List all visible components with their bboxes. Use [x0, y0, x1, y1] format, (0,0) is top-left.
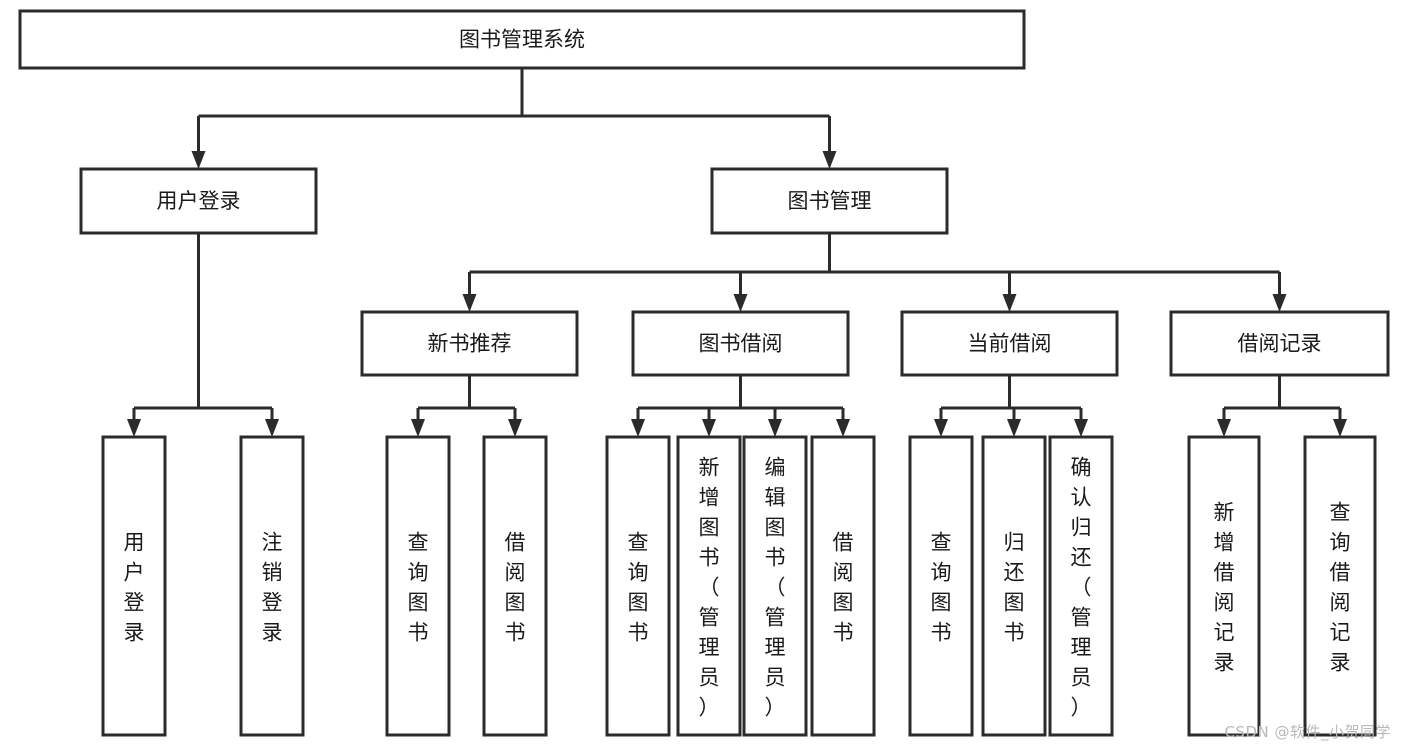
node-label: 注销登录	[262, 530, 283, 644]
node-box[interactable]	[981, 435, 1047, 737]
arrow-head	[934, 419, 948, 437]
arrow-head	[631, 419, 645, 437]
arrow-head	[702, 419, 716, 437]
node-label: 确认归还（管理员）	[1071, 455, 1092, 719]
node-label: 借阅图书	[833, 530, 854, 644]
node-box[interactable]	[101, 435, 167, 737]
node-label: 图书管理系统	[459, 28, 585, 52]
node-box[interactable]	[1187, 435, 1261, 737]
connector-layer	[127, 68, 1347, 437]
node-label: 新增借阅记录	[1214, 500, 1235, 674]
node-box[interactable]	[908, 435, 974, 737]
arrow-head	[1007, 419, 1021, 437]
node-label: 借阅记录	[1238, 332, 1322, 356]
node-box[interactable]	[676, 435, 742, 737]
node-label: 图书借阅	[699, 332, 783, 356]
node-box[interactable]	[482, 435, 548, 737]
arrow-head	[411, 419, 425, 437]
csdn-watermark: CSDN @软件_小贺同学	[1224, 723, 1391, 741]
arrow-head	[265, 419, 279, 437]
node-leaf-add-record[interactable]: 新增借阅记录	[1187, 435, 1261, 737]
node-leaf-user-logout[interactable]: 注销登录	[239, 435, 305, 737]
node-leaf-borrow-book-2[interactable]: 借阅图书	[810, 435, 876, 737]
node-book-borrow[interactable]: 图书借阅	[631, 310, 850, 377]
arrow-head	[733, 294, 748, 312]
node-box[interactable]	[900, 310, 1119, 377]
node-box[interactable]	[710, 167, 949, 235]
node-label: 查询图书	[408, 530, 429, 644]
node-label: 新书推荐	[428, 332, 512, 356]
arrow-head	[822, 151, 837, 169]
arrow-head	[1002, 294, 1017, 312]
node-label: 借阅图书	[505, 530, 526, 644]
node-leaf-query-book-1[interactable]: 查询图书	[385, 435, 451, 737]
arrow-head	[1074, 419, 1088, 437]
arrow-head	[191, 151, 206, 169]
node-user-login[interactable]: 用户登录	[79, 167, 318, 235]
node-label: 用户登录	[124, 530, 145, 644]
node-leaf-return-book[interactable]: 归还图书	[981, 435, 1047, 737]
node-leaf-query-book-2[interactable]: 查询图书	[605, 435, 671, 737]
node-label: 归还图书	[1004, 530, 1025, 644]
node-box[interactable]	[810, 435, 876, 737]
arrow-head	[1272, 294, 1287, 312]
node-leaf-user-login[interactable]: 用户登录	[101, 435, 167, 737]
node-box[interactable]	[18, 9, 1026, 70]
node-box[interactable]	[360, 310, 579, 377]
node-book-manage[interactable]: 图书管理	[710, 167, 949, 235]
node-label: 用户登录	[157, 189, 241, 213]
node-leaf-borrow-book-1[interactable]: 借阅图书	[482, 435, 548, 737]
node-label: 当前借阅	[968, 332, 1052, 356]
node-box[interactable]	[1303, 435, 1377, 737]
node-box[interactable]	[1048, 435, 1114, 737]
node-leaf-add-book[interactable]: 新增图书（管理员）	[676, 435, 742, 737]
arrow-head	[836, 419, 850, 437]
node-leaf-edit-book[interactable]: 编辑图书（管理员）	[742, 435, 808, 737]
node-label: 查询借阅记录	[1330, 500, 1351, 674]
node-box[interactable]	[1169, 310, 1390, 377]
node-root[interactable]: 图书管理系统	[18, 9, 1026, 70]
arrow-head	[508, 419, 522, 437]
node-leaf-confirm-return[interactable]: 确认归还（管理员）	[1048, 435, 1114, 737]
node-label: 查询图书	[931, 530, 952, 644]
node-borrow-record[interactable]: 借阅记录	[1169, 310, 1390, 377]
node-box[interactable]	[631, 310, 850, 377]
arrow-head	[768, 419, 782, 437]
node-new-book-rec[interactable]: 新书推荐	[360, 310, 579, 377]
node-box[interactable]	[239, 435, 305, 737]
node-leaf-query-record[interactable]: 查询借阅记录	[1303, 435, 1377, 737]
node-box[interactable]	[742, 435, 808, 737]
node-layer: 图书管理系统用户登录图书管理新书推荐图书借阅当前借阅借阅记录用户登录注销登录查询…	[18, 9, 1390, 737]
node-label: 查询图书	[628, 530, 649, 644]
node-label: 编辑图书（管理员）	[765, 455, 786, 719]
node-current-borrow[interactable]: 当前借阅	[900, 310, 1119, 377]
node-label: 新增图书（管理员）	[699, 455, 720, 719]
node-box[interactable]	[79, 167, 318, 235]
arrow-head	[127, 419, 141, 437]
arrow-head	[1333, 419, 1347, 437]
node-label: 图书管理	[788, 189, 872, 213]
node-box[interactable]	[385, 435, 451, 737]
arrow-head	[462, 294, 477, 312]
node-box[interactable]	[605, 435, 671, 737]
arrow-head	[1217, 419, 1231, 437]
node-leaf-query-book-3[interactable]: 查询图书	[908, 435, 974, 737]
